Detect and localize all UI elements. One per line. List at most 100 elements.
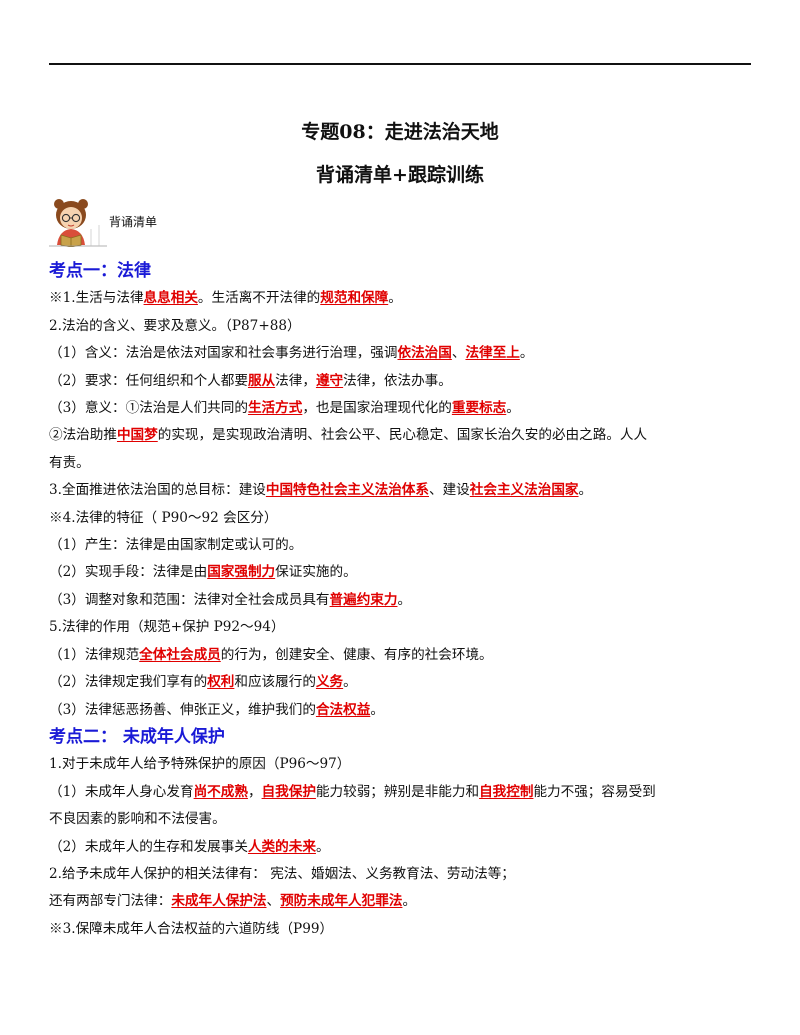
text-segment: 法律，依法办事。 [343,372,452,389]
text-line: ※3.保障未成年人合法权益的六道防线（P99） [49,916,754,943]
text-segment: 保证实施的。 [275,564,357,581]
text-segment: 和应该履行的 [234,674,316,691]
text-segment: 。 [397,591,412,608]
text-segment: （2）未成年人的生存和发展事关 [49,838,248,855]
text-line: 2.法治的含义、要求及意义。（P87+88） [49,313,754,340]
text-segment: （1）产生：法律是由国家制定或认可的。 [49,537,303,554]
highlight-term: 全体社会成员 [139,646,221,663]
section-heading: 考点一：法律 [49,258,754,285]
text-segment: 。 [506,400,520,417]
text-segment: ②法治助推 [49,427,117,444]
text-segment: （2）实现手段：法律是由 [49,564,208,581]
text-segment: 3.全面推进依法治国的总目标：建设 [49,482,266,499]
text-segment: 、 [266,893,281,910]
text-segment: ， [247,783,262,800]
text-segment: 2.给予未成年人保护的相关法律有： 宪法、婚姻法、义务教育法、劳动法等； [49,865,515,882]
text-segment: 2.法治的含义、要求及意义。（P87+88） [49,317,301,334]
text-line: （3）调整对象和范围：法律对全社会成员具有普遍约束力。 [49,587,754,614]
text-segment: 。 [519,345,534,362]
text-segment: 不良因素的影响和不法侵害。 [49,811,226,828]
text-segment: 。 [402,893,417,910]
text-segment: 考点一：法律 [49,261,151,281]
text-line: ②法治助推中国梦的实现，是实现政治清明、社会公平、民心稳定、国家长治久安的必由之… [49,422,754,449]
highlight-term: 依法治国 [397,345,452,362]
highlight-term: 权利 [207,674,235,691]
highlight-term: 息息相关 [143,290,198,307]
text-segment: 法律， [275,372,316,389]
text-segment: （1）未成年人身心发育 [49,783,194,800]
text-line: （3）意义：①法治是人们共同的生活方式，也是国家治理现代化的重要标志。 [49,395,754,422]
highlight-term: 自我控制 [479,783,534,800]
text-segment: 1.对于未成年人给予特殊保护的原因（P96～97） [49,756,351,773]
text-segment: 还有两部专门法律： [49,893,172,910]
highlight-term: 尚不成熟 [193,783,248,800]
text-segment: （3）法律惩恶扬善、伸张正义，维护我们的 [49,701,316,718]
text-line: 3.全面推进依法治国的总目标：建设中国特色社会主义法治体系、建设社会主义法治国家… [49,477,754,504]
girl-reading-icon [49,197,107,248]
text-line: （2）未成年人的生存和发展事关人类的未来。 [49,834,754,861]
highlight-term: 生活方式 [247,400,303,417]
text-line: （3）法律惩恶扬善、伸张正义，维护我们的合法权益。 [49,697,754,724]
text-line: （1）未成年人身心发育尚不成熟，自我保护能力较弱；辨别是非能力和自我控制能力不强… [49,779,754,806]
text-line: （1）产生：法律是由国家制定或认可的。 [49,532,754,559]
highlight-term: 国家强制力 [207,564,276,581]
text-line: （1）法律规范全体社会成员的行为，创建安全、健康、有序的社会环境。 [49,642,754,669]
text-segment: 有责。 [49,454,90,471]
text-segment: 、建设 [429,482,470,499]
text-segment: 能力不强；容易受到 [533,783,656,800]
text-segment: 。 [578,482,593,499]
text-segment: 的实现，是实现政治清明、社会公平、民心稳定、国家长治久安的必由之路。人人 [157,427,648,444]
highlight-term: 义务 [315,674,344,691]
highlight-term: 未成年人保护法 [171,893,267,910]
text-segment: （1）法律规范 [49,646,140,663]
text-segment: 能力较弱；辨别是非能力和 [315,783,480,800]
text-segment: （2）要求：任何组织和个人都要 [49,372,248,389]
text-segment: 。生活离不开法律的 [197,290,321,307]
page-title: 专题08：走进法治天地 [301,121,499,143]
badge-label: 背诵清单 [109,215,158,229]
text-line: 5.法律的作用（规范+保护 P92～94） [49,614,754,641]
text-line: （2）要求：任何组织和个人都要服从法律，遵守法律，依法办事。 [49,368,754,395]
text-segment: 、 [451,345,466,362]
text-segment: （1）含义：法治是依法对国家和社会事务进行治理，强调 [49,345,398,362]
highlight-term: 中国梦 [116,427,158,444]
text-segment: ※3.保障未成年人合法权益的六道防线（P99） [49,920,334,937]
text-segment: 5.法律的作用（规范+保护 P92～94） [49,619,285,636]
content-body: 考点一：法律※1.生活与法律息息相关。生活离不开法律的规范和保障。2.法治的含义… [49,258,754,943]
text-line: （2）实现手段：法律是由国家强制力保证实施的。 [49,559,754,586]
highlight-term: 规范和保障 [320,290,389,307]
text-segment: （3）意义：①法治是人们共同的 [49,400,248,417]
text-segment: （2）法律规定我们享有的 [49,674,208,691]
page-subtitle: 背诵清单+跟踪训练 [316,164,484,186]
text-line: 不良因素的影响和不法侵害。 [49,806,754,833]
text-line: ※1.生活与法律息息相关。生活离不开法律的规范和保障。 [49,285,754,312]
text-segment: 。 [370,701,384,718]
text-segment: 考点二： 未成年人保护 [49,726,225,747]
text-line: 有责。 [49,450,754,477]
highlight-term: 自我保护 [261,783,316,800]
text-segment: （3）调整对象和范围：法律对全社会成员具有 [49,591,330,608]
highlight-term: 合法权益 [315,701,371,718]
highlight-term: 社会主义法治国家 [469,482,579,499]
text-segment: ※1.生活与法律 [49,290,144,307]
text-line: 1.对于未成年人给予特殊保护的原因（P96～97） [49,751,754,778]
text-line: （1）含义：法治是依法对国家和社会事务进行治理，强调依法治国、法律至上。 [49,340,754,367]
highlight-term: 预防未成年人犯罪法 [280,893,403,910]
highlight-term: 服从 [247,372,276,389]
text-segment: 。 [315,838,330,855]
highlight-term: 遵守 [315,372,344,389]
section-heading: 考点二： 未成年人保护 [49,724,754,751]
text-segment: 。 [343,674,357,691]
text-segment: ※4.法律的特征（ P90～92 会区分） [49,509,278,526]
highlight-term: 重要标志 [451,400,507,417]
text-segment: ，也是国家治理现代化的 [302,400,452,417]
text-line: 还有两部专门法律：未成年人保护法、预防未成年人犯罪法。 [49,888,754,915]
text-segment: 的行为，创建安全、健康、有序的社会环境。 [220,646,493,663]
highlight-term: 普遍约束力 [329,591,398,608]
text-line: ※4.法律的特征（ P90～92 会区分） [49,505,754,532]
highlight-term: 法律至上 [465,345,520,362]
text-line: （2）法律规定我们享有的权利和应该履行的义务。 [49,669,754,696]
highlight-term: 人类的未来 [247,838,316,855]
top-rule [49,63,751,65]
text-line: 2.给予未成年人保护的相关法律有： 宪法、婚姻法、义务教育法、劳动法等； [49,861,754,888]
